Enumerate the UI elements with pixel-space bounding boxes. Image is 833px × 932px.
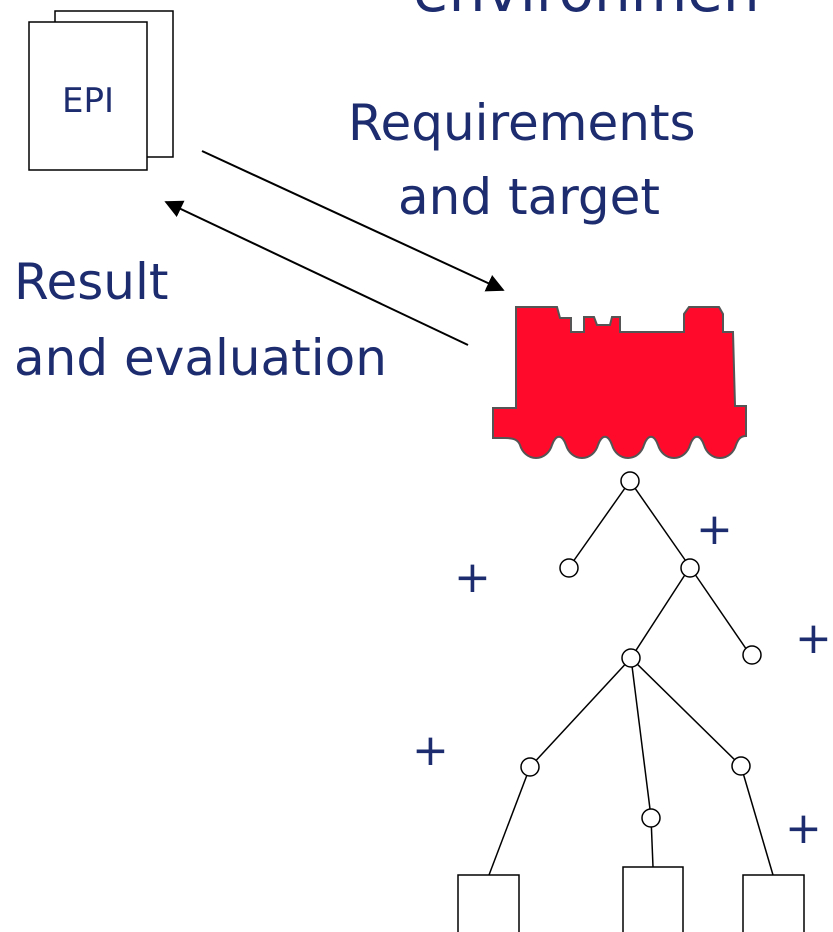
result-arrow (164, 200, 469, 346)
plus-sign: + (412, 725, 449, 776)
plus-sign: + (785, 803, 822, 854)
tree-node (742, 645, 762, 665)
locomotive-icon (492, 306, 747, 460)
tree-leaf-box (457, 874, 520, 932)
tree-node (731, 756, 751, 776)
plus-sign: + (454, 552, 491, 603)
plus-sign: + (795, 613, 832, 664)
tree-node (620, 471, 640, 491)
requirements-label-line2: and target (398, 168, 660, 226)
plus-sign: + (696, 504, 733, 555)
epi-document-label: EPI (61, 81, 114, 121)
stacked-document-icon (28, 10, 174, 171)
tree-node (641, 808, 661, 828)
hierarchy-tree (457, 471, 805, 932)
requirements-label-line1: Requirements (348, 94, 696, 152)
tree-node (520, 757, 540, 777)
tree-node (559, 558, 579, 578)
requirements-arrow (201, 150, 505, 292)
tree-node (680, 558, 700, 578)
tree-node (621, 648, 641, 668)
result-label-line1: Result (14, 253, 169, 311)
title-fragment: environmen (413, 0, 760, 20)
tree-leaf-box (742, 874, 805, 932)
result-label-line2: and evaluation (14, 329, 387, 387)
tree-leaf-box (622, 866, 684, 932)
